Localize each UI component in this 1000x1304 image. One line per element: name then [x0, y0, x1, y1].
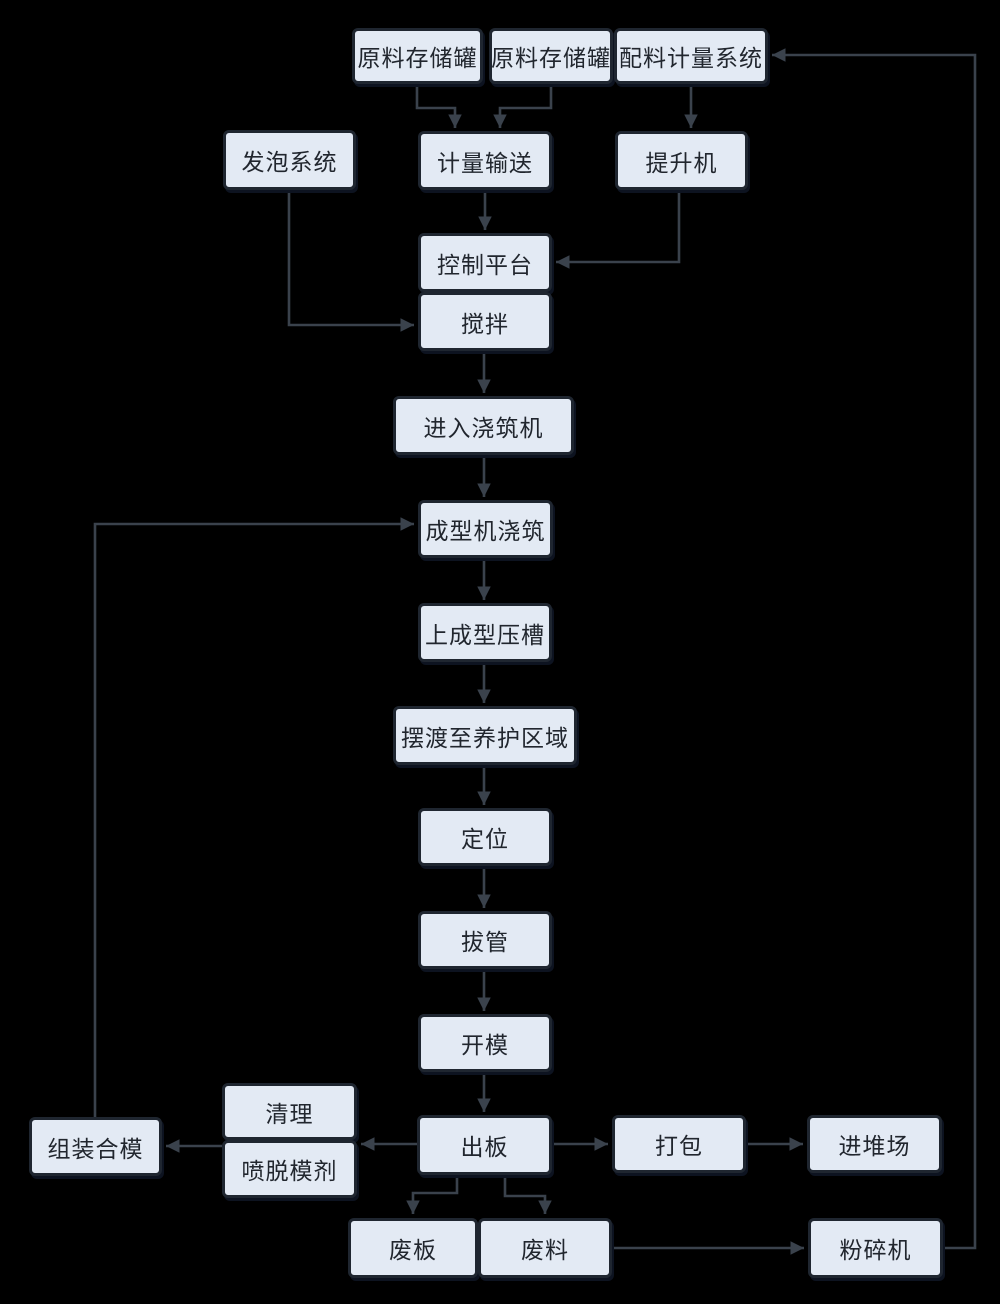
node-cleaning: 清理	[222, 1083, 357, 1140]
node-positioning: 定位	[418, 808, 552, 866]
node-raw-tank-2: 原料存储罐	[489, 28, 613, 84]
node-foaming-system: 发泡系统	[223, 130, 356, 190]
node-spray-release-agent: 喷脱模剂	[222, 1140, 357, 1198]
connector-elevator-to-control	[556, 190, 681, 269]
node-waste-board: 废板	[348, 1218, 478, 1278]
node-ferry-to-curing-area: 摆渡至养护区域	[393, 706, 577, 765]
node-waste-material: 废料	[478, 1218, 612, 1278]
node-enter-pouring-machine: 进入浇筑机	[393, 396, 574, 455]
node-mold-opening: 开模	[418, 1014, 552, 1072]
node-batching-system: 配料计量系统	[614, 28, 768, 84]
node-forming-machine-pouring: 成型机浇筑	[418, 500, 553, 558]
connector-board-out-to-waste-material	[503, 1175, 552, 1214]
node-forming-press-groove: 上成型压槽	[418, 603, 552, 662]
node-metering-conveyor: 计量输送	[418, 131, 552, 190]
node-tube-pulling: 拔管	[418, 911, 552, 969]
node-elevator: 提升机	[615, 131, 748, 190]
node-control-platform: 控制平台	[418, 233, 552, 292]
node-raw-tank-1: 原料存储罐	[352, 28, 483, 84]
connector-foaming-to-mixing	[287, 190, 414, 332]
connector-crusher-to-batching	[772, 48, 977, 1250]
node-into-stack-yard: 进堆场	[807, 1115, 942, 1173]
node-mixing: 搅拌	[418, 292, 552, 351]
node-packing: 打包	[612, 1115, 746, 1173]
connector-raw-tank-1-to-metering	[415, 84, 462, 128]
connector-assemble-to-forming	[93, 517, 414, 1117]
node-board-out: 出板	[417, 1115, 552, 1175]
node-assemble-mold: 组装合模	[29, 1117, 162, 1176]
node-crusher: 粉碎机	[808, 1218, 943, 1278]
connector-board-out-to-waste-board	[406, 1175, 459, 1214]
connector-raw-tank-2-to-metering	[493, 84, 553, 128]
